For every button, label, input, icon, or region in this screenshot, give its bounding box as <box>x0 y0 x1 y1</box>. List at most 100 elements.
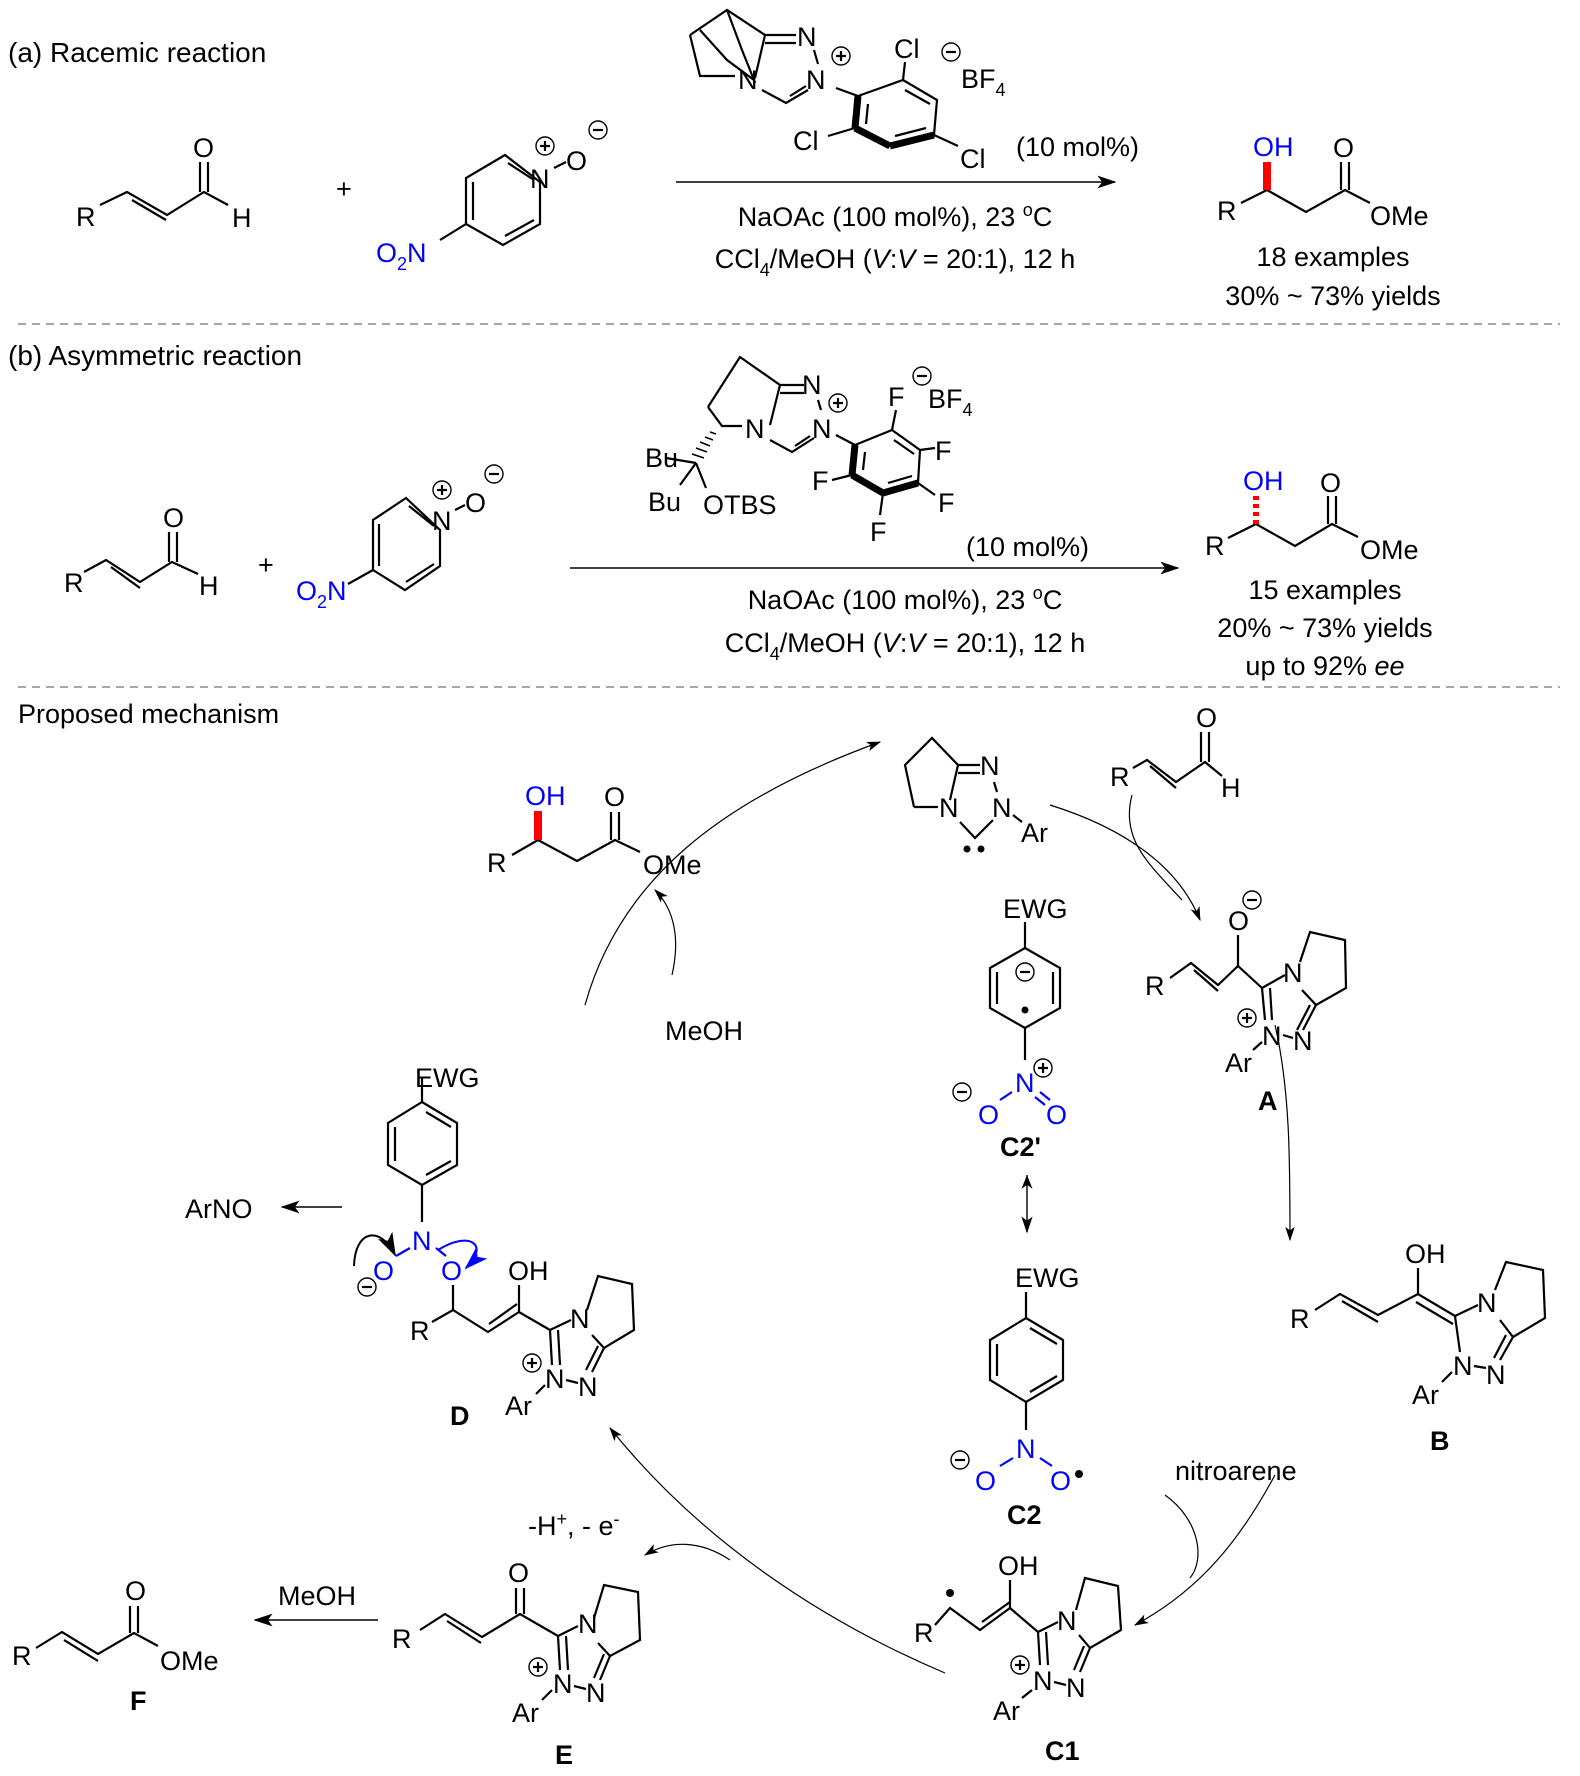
svg-text:O: O <box>978 1100 999 1130</box>
svg-text:Cl: Cl <box>960 144 986 174</box>
svg-text:O: O <box>1196 703 1217 733</box>
conditions-b-line2: CCl4/MeOH (V:V = 20:1), 12 h <box>725 628 1085 664</box>
label-C2: C2 <box>1007 1500 1042 1530</box>
svg-text:Ar: Ar <box>1412 1380 1439 1410</box>
svg-text:OMe: OMe <box>1360 535 1419 565</box>
svg-text:N: N <box>586 1678 606 1708</box>
intermediate-B: R OH N N N Ar B <box>1290 1239 1547 1456</box>
svg-text:N: N <box>745 414 765 444</box>
reagent-oxidation: -H+, - e- <box>528 1509 620 1541</box>
svg-text:Ar: Ar <box>1225 1048 1252 1078</box>
reagent-meoh-top: MeOH <box>665 1016 743 1046</box>
scope-b-yields: 20% ~ 73% yields <box>1217 613 1432 643</box>
svg-text:OMe: OMe <box>1370 201 1429 231</box>
scope-b-examples: 15 examples <box>1248 575 1401 605</box>
svg-text:Ar: Ar <box>512 1698 539 1728</box>
mechanism-product: R OH O OMe <box>487 781 702 880</box>
counterion-a: BF4 <box>961 64 1006 100</box>
section-b-title: (b) Asymmetric reaction <box>8 340 302 371</box>
svg-text:N: N <box>570 1304 590 1334</box>
svg-text:N: N <box>432 506 452 536</box>
svg-text:O: O <box>1046 1100 1067 1130</box>
svg-text:H: H <box>199 571 219 601</box>
svg-text:R: R <box>1205 531 1225 561</box>
svg-text:N: N <box>1016 1434 1036 1464</box>
svg-text:N: N <box>530 164 550 194</box>
svg-text:N: N <box>1283 958 1303 988</box>
section-a-title: (a) Racemic reaction <box>8 37 266 68</box>
reagent-nitroarene: nitroarene <box>1175 1456 1297 1486</box>
byproduct-arno: ArNO <box>185 1194 253 1224</box>
svg-text:O: O <box>1320 468 1341 498</box>
svg-text:O: O <box>163 503 184 533</box>
conditions-a-line2: CCl4/MeOH (V:V = 20:1), 12 h <box>715 244 1075 280</box>
cycle-arrow-to-A <box>1049 804 1201 922</box>
label-D: D <box>450 1401 470 1431</box>
svg-text:N: N <box>1033 1666 1053 1696</box>
cycle-arrow-to-B <box>1274 1024 1295 1242</box>
svg-text:N: N <box>738 65 758 95</box>
product-F: R O OMe F <box>12 1576 219 1716</box>
svg-text:N: N <box>806 65 826 95</box>
svg-text:F: F <box>888 382 905 412</box>
svg-text:N: N <box>802 370 822 400</box>
label-A: A <box>1258 1086 1278 1116</box>
electron-push-arrow-blue <box>437 1239 488 1270</box>
arrow-to-product <box>654 889 677 976</box>
scope-b-ee: up to 92% ee <box>1245 651 1404 681</box>
label-B: B <box>1430 1426 1450 1456</box>
electron-push-arrow <box>353 1231 396 1267</box>
svg-text:N: N <box>1453 1351 1473 1381</box>
mechanism-title: Proposed mechanism <box>18 699 279 729</box>
svg-text:O: O <box>1228 906 1249 936</box>
svg-text:R: R <box>392 1624 412 1654</box>
svg-text:N: N <box>1015 1068 1035 1098</box>
label-E: E <box>555 1740 573 1770</box>
svg-text:OH: OH <box>1405 1239 1446 1269</box>
aldehyde-entry-arrow <box>1128 794 1183 901</box>
svg-text:OTBS: OTBS <box>703 490 777 520</box>
aldehyde-a: R O H <box>76 133 252 233</box>
svg-text:R: R <box>487 848 507 878</box>
svg-text:N: N <box>578 1609 598 1639</box>
svg-text:R: R <box>12 1641 32 1671</box>
product-a: R OH O OMe <box>1217 132 1429 231</box>
svg-text:(10 mol%): (10 mol%) <box>966 532 1089 562</box>
arrow-to-E <box>643 1543 731 1561</box>
svg-text:+: + <box>258 550 274 580</box>
svg-text:OH: OH <box>1243 466 1284 496</box>
svg-text:EWG: EWG <box>1003 894 1068 924</box>
svg-text:O: O <box>193 133 214 163</box>
svg-text:Bu: Bu <box>648 487 681 517</box>
svg-text:OH: OH <box>525 781 566 811</box>
section-a: (a) Racemic reaction R O H + O2N N O <box>8 8 1441 311</box>
intermediate-C2-prime: EWG N O O C2' <box>952 894 1068 1162</box>
svg-text:O: O <box>1333 133 1354 163</box>
svg-text:O: O <box>566 146 587 176</box>
svg-text:R: R <box>1110 762 1130 792</box>
svg-text:N: N <box>1262 1021 1282 1051</box>
svg-text:N: N <box>1477 1288 1497 1318</box>
svg-text:N: N <box>980 751 1000 781</box>
mechanism-aldehyde: R O H <box>1110 703 1241 803</box>
svg-text:N: N <box>797 22 817 52</box>
svg-text:R: R <box>64 568 84 598</box>
svg-text:O2N: O2N <box>376 238 427 274</box>
svg-text:Cl: Cl <box>793 126 819 156</box>
svg-text:N: N <box>545 1364 565 1394</box>
svg-text:R: R <box>410 1316 430 1346</box>
intermediate-C2: EWG N O O C2 <box>950 1263 1083 1530</box>
svg-text:N: N <box>812 414 832 444</box>
nitropyridine-n-oxide-b: O2N N O <box>296 464 504 612</box>
intermediate-A: R O N N N Ar A <box>1145 890 1348 1116</box>
svg-text:H: H <box>232 203 252 233</box>
svg-text:H: H <box>1221 773 1241 803</box>
svg-text:N: N <box>578 1372 598 1402</box>
svg-text:F: F <box>870 517 887 547</box>
svg-text:N: N <box>1066 1673 1086 1703</box>
svg-text:O: O <box>441 1256 462 1286</box>
svg-text:Bu: Bu <box>645 443 678 473</box>
nhc-carbene: N N N Ar <box>903 736 1048 853</box>
svg-text:N: N <box>553 1669 573 1699</box>
